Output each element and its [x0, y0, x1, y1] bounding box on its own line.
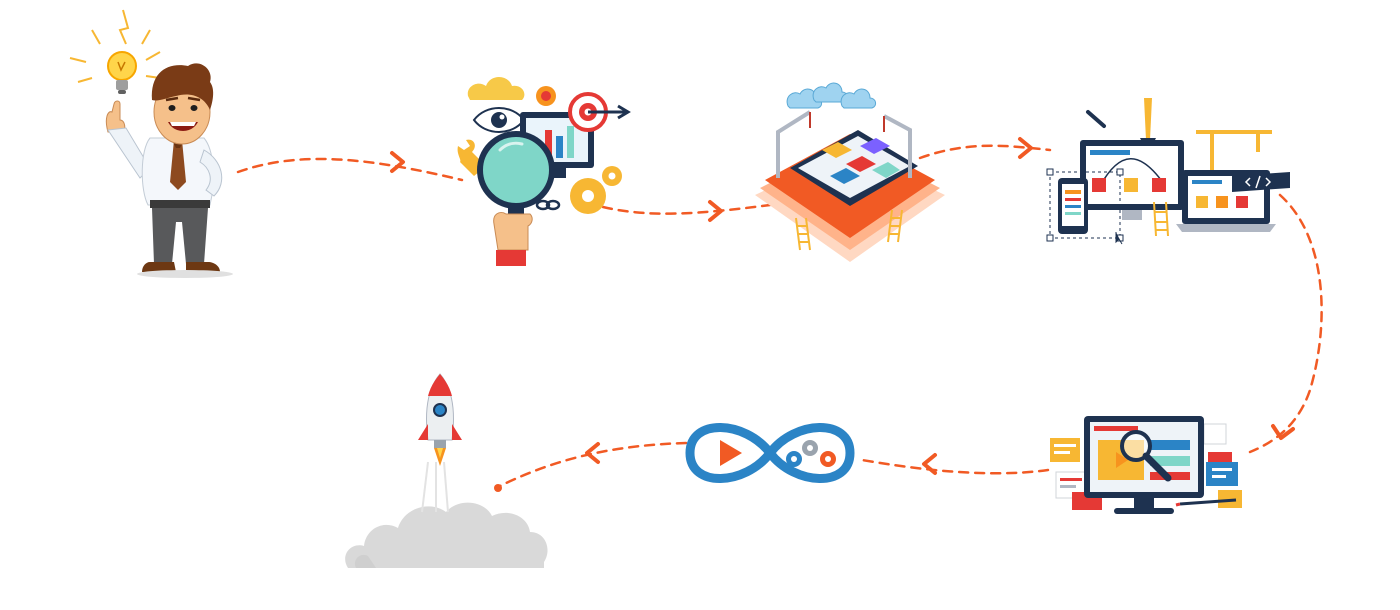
- code-tag-icon: [1232, 172, 1290, 192]
- connector-testing-devops: [860, 458, 1050, 475]
- research-magnifier-icon: [457, 77, 631, 266]
- smoke-cloud-icon: [345, 502, 548, 568]
- arrow-chevron-icon: [1018, 137, 1033, 159]
- testing-monitor-icon: [1050, 416, 1242, 514]
- cursor-icon: [1115, 232, 1123, 245]
- lightbulb-icon: [107, 51, 137, 94]
- path-end-dot: [494, 484, 502, 492]
- arrow-chevron-left-icon: [585, 442, 600, 464]
- light-rays: [69, 9, 161, 83]
- responsive-design-icon: [1046, 98, 1290, 245]
- eye-icon: [472, 107, 526, 133]
- rocket-launch-icon: [345, 373, 548, 568]
- search-magnifier-icon: [1120, 430, 1172, 482]
- arrow-chevron-icon: [390, 151, 405, 173]
- arrow-chevron-left-icon: [922, 453, 937, 475]
- arrow-chevron-icon: [708, 200, 723, 222]
- exhaust-trails: [421, 461, 449, 513]
- idea-businessman-icon: [69, 9, 233, 278]
- gears-icon: [786, 440, 836, 467]
- connector-arrows: [390, 137, 1295, 475]
- cloud-icon: [467, 77, 525, 100]
- connector-design-testing: [1248, 193, 1323, 454]
- isometric-app-development-icon: [755, 82, 945, 262]
- connector-research-development: [601, 203, 772, 215]
- magnifier-icon: [477, 131, 555, 218]
- gear-icon: [570, 166, 622, 214]
- ladder-icon: [795, 209, 903, 251]
- target-icon: [568, 92, 631, 132]
- play-icon: [720, 440, 742, 466]
- connector-idea-research: [236, 157, 464, 182]
- devops-infinity-icon: [685, 423, 855, 483]
- cart-icon: [1203, 423, 1227, 445]
- cloud-icons: [786, 82, 877, 109]
- connector-development-design: [918, 144, 1052, 160]
- pen-tool-icon: [1144, 98, 1152, 140]
- arrow-chevron-down-icon: [1271, 424, 1295, 440]
